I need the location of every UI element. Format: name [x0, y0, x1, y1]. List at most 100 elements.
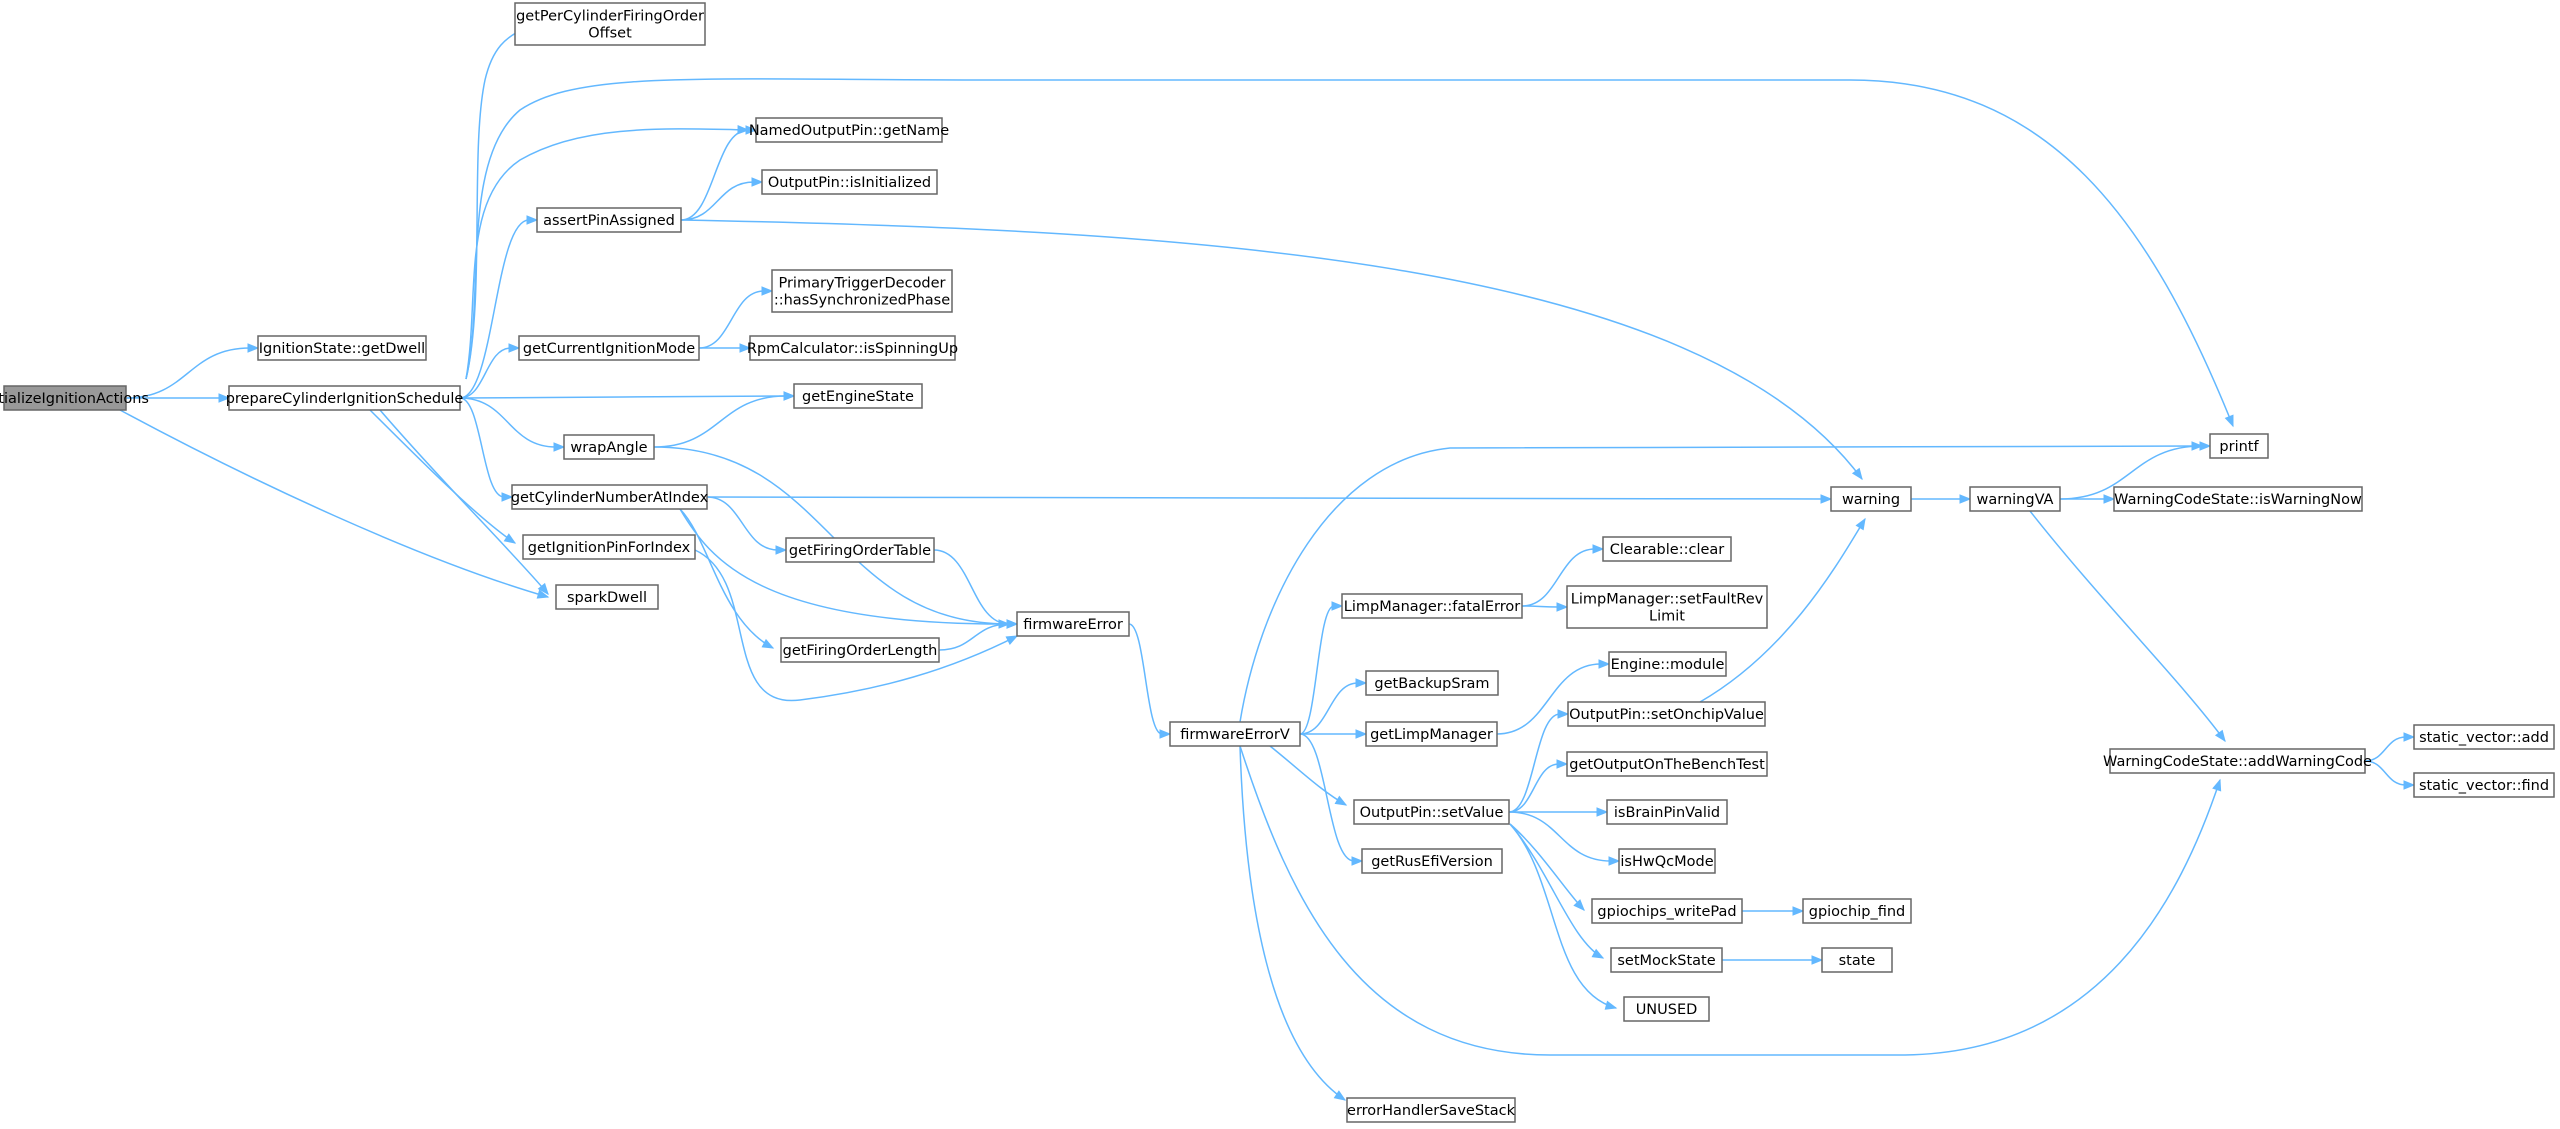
node-box — [536, 207, 682, 233]
node-label: getPerCylinderFiringOrder — [516, 9, 704, 25]
node-gpiochips-write-pad[interactable]: gpiochips_writePad — [1591, 898, 1743, 924]
node-label: UNUSED — [1636, 1002, 1698, 1018]
edge-output-pin-set-value-to-output-pin-set-onchip-value — [1508, 713, 1561, 813]
node-label: prepareCylinderIgnitionSchedule — [226, 391, 464, 407]
node-get-engine-state[interactable]: getEngineState — [793, 383, 923, 409]
node-is-brain-pin-valid[interactable]: isBrainPinValid — [1606, 799, 1728, 825]
edge-arrowhead — [218, 393, 231, 403]
node-spark-dwell[interactable]: sparkDwell — [555, 584, 659, 610]
edge-assert-pin-assigned-to-output-pin-is-initialized — [680, 181, 755, 221]
edge-arrowhead — [1592, 544, 1605, 554]
node-box — [2209, 433, 2269, 459]
node-box — [1608, 651, 1727, 677]
node-box — [1618, 848, 1716, 874]
node-label: firmwareErrorV — [1180, 727, 1290, 743]
edge-arrowhead — [1855, 517, 1866, 531]
node-state[interactable]: state — [1821, 947, 1893, 973]
node-label: getOutputOnTheBenchTest — [1569, 757, 1765, 773]
node-rpm-calculator-is-spinning-up[interactable]: RpmCalculator::isSpinningUp — [747, 335, 958, 361]
node-warning-va[interactable]: warningVA — [1969, 486, 2061, 512]
edge-firmware-error-v-to-error-handler-save-stack — [1239, 745, 1346, 1101]
node-static-vector-add[interactable]: static_vector::add — [2413, 724, 2555, 750]
node-firmware-error-v[interactable]: firmwareErrorV — [1169, 721, 1301, 747]
node-label: getLimpManager — [1370, 727, 1493, 743]
node-box — [555, 584, 659, 610]
node-is-hw-qc-mode[interactable]: isHwQcMode — [1618, 848, 1716, 874]
node-label: warningVA — [1977, 492, 2054, 508]
node-get-limp-manager[interactable]: getLimpManager — [1365, 721, 1498, 747]
node-error-handler-save-stack[interactable]: errorHandlerSaveStack — [1346, 1097, 1516, 1123]
node-output-pin-set-value[interactable]: OutputPin::setValue — [1353, 799, 1510, 825]
node-warning[interactable]: warning — [1830, 486, 1912, 512]
node-firmware-error[interactable]: firmwareError — [1016, 611, 1130, 637]
node-label: LimpManager::setFaultRev — [1571, 592, 1764, 608]
node-limp-manager-fatal-error[interactable]: LimpManager::fatalError — [1341, 593, 1523, 619]
node-box — [228, 385, 461, 411]
edge-get-cylinder-number-at-index-to-firmware-error — [679, 508, 1010, 625]
node-get-cylinder-number-at-index[interactable]: getCylinderNumberAtIndex — [511, 484, 709, 510]
node-prepare-cylinder-ignition-schedule[interactable]: prepareCylinderIgnitionSchedule — [226, 385, 464, 411]
node-box — [780, 637, 940, 663]
edge-arrowhead — [2212, 778, 2222, 792]
edge-arrowhead — [1959, 494, 1972, 504]
node-label: static_vector::find — [2419, 778, 2549, 794]
edge-arrowhead — [1792, 906, 1805, 916]
node-label: WarningCodeState::addWarningCode — [2103, 754, 2372, 770]
node-primary-trigger-decoder-has-synchronized-phase[interactable]: PrimaryTriggerDecoder::hasSynchronizedPh… — [771, 269, 953, 313]
edge-arrowhead — [1591, 948, 1605, 959]
edge-arrowhead — [1159, 729, 1172, 739]
edge-arrowhead — [2403, 732, 2416, 742]
node-label: RpmCalculator::isSpinningUp — [747, 341, 958, 357]
node-output-pin-is-initialized[interactable]: OutputPin::isInitialized — [761, 169, 938, 195]
node-set-mock-state[interactable]: setMockState — [1610, 947, 1723, 973]
edge-arrowhead — [1851, 467, 1863, 481]
edge-arrowhead — [775, 545, 788, 555]
node-warning-code-state-add-warning-code[interactable]: WarningCodeState::addWarningCode — [2103, 748, 2372, 774]
edge-arrowhead — [247, 343, 260, 353]
node-get-firing-order-table[interactable]: getFiringOrderTable — [785, 537, 935, 563]
node-ignition-state-get-dwell[interactable]: IgnitionState::getDwell — [257, 335, 427, 361]
node-gpiochip-find[interactable]: gpiochip_find — [1802, 898, 1912, 924]
node-initialize-ignition-actions[interactable]: initializeIgnitionActions — [0, 385, 149, 411]
node-get-firing-order-length[interactable]: getFiringOrderLength — [780, 637, 940, 663]
node-printf[interactable]: printf — [2209, 433, 2269, 459]
node-box — [1361, 848, 1503, 874]
edge-wrap-angle-to-firmware-error — [653, 446, 1010, 625]
node-label: wrapAngle — [570, 440, 647, 456]
edge-prepare-cylinder-ignition-schedule-to-assert-pin-assigned — [459, 219, 530, 399]
node-get-backup-sram[interactable]: getBackupSram — [1365, 670, 1499, 696]
edge-arrowhead — [2103, 494, 2116, 504]
node-engine-module[interactable]: Engine::module — [1608, 651, 1727, 677]
node-output-pin-set-onchip-value[interactable]: OutputPin::setOnchipValue — [1567, 701, 1766, 727]
node-get-rus-efi-version[interactable]: getRusEfiVersion — [1361, 848, 1503, 874]
node-clearable-clear[interactable]: Clearable::clear — [1602, 536, 1732, 562]
edge-arrowhead — [536, 589, 550, 599]
node-label: getFiringOrderLength — [783, 643, 938, 659]
edge-arrowhead — [1331, 601, 1344, 611]
edge-firmware-error-v-to-warning-code-state-add-warning-code — [1239, 745, 2221, 1056]
edge-arrowhead — [1596, 807, 1609, 817]
node-unused[interactable]: UNUSED — [1623, 996, 1710, 1022]
edge-arrowhead — [1556, 602, 1569, 612]
node-get-ignition-pin-for-index[interactable]: getIgnitionPinForIndex — [522, 534, 696, 560]
node-wrap-angle[interactable]: wrapAngle — [563, 434, 655, 460]
edge-arrowhead — [553, 442, 566, 452]
node-get-output-on-the-bench-test[interactable]: getOutputOnTheBenchTest — [1566, 751, 1768, 777]
node-label: isHwQcMode — [1620, 854, 1713, 870]
node-box — [1821, 947, 1893, 973]
node-label: IgnitionState::getDwell — [259, 341, 425, 357]
node-box — [1566, 751, 1768, 777]
node-named-output-pin-get-name[interactable]: NamedOutputPin::getName — [749, 117, 949, 143]
node-get-current-ignition-mode[interactable]: getCurrentIgnitionMode — [518, 335, 700, 361]
edge-output-pin-set-value-to-get-output-on-the-bench-test — [1508, 763, 1560, 813]
node-box — [1353, 799, 1510, 825]
edge-arrowhead — [2214, 729, 2226, 743]
edge-arrowhead — [1811, 955, 1824, 965]
edge-arrowhead — [1355, 678, 1368, 688]
node-assert-pin-assigned[interactable]: assertPinAssigned — [536, 207, 682, 233]
node-static-vector-find[interactable]: static_vector::find — [2413, 772, 2555, 798]
node-warning-code-state-is-warning-now[interactable]: WarningCodeState::isWarningNow — [2113, 486, 2363, 512]
